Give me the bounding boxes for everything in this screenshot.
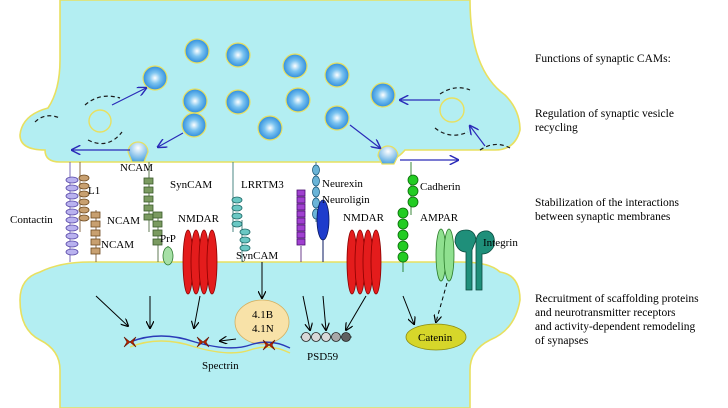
label-catenin: Catenin [418, 332, 453, 344]
ncam-post [152, 211, 163, 262]
contactin-protein [65, 162, 79, 262]
spectrin-filament [123, 335, 291, 354]
ampar-protein [435, 228, 455, 282]
label-ncam-pre: NCAM [120, 162, 153, 174]
prp-protein [162, 246, 174, 266]
psd59-chain [300, 332, 352, 342]
synaptic-vesicles [142, 38, 396, 141]
label-ncam-post-left: NCAM [101, 239, 134, 251]
l1-protein [78, 162, 90, 232]
label-prp: PrP [160, 233, 176, 245]
label-ncam-mid: NCAM [107, 215, 140, 227]
nmdar-right [346, 229, 382, 295]
cadherin-protein [397, 162, 419, 272]
label-lrrtm3: LRRTM3 [241, 179, 284, 191]
label-spectrin: Spectrin [202, 360, 239, 372]
syncam-proteins [231, 162, 251, 262]
label-syncam-pre: SynCAM [170, 179, 212, 191]
recycling-vesicles [88, 97, 465, 133]
label-psd59: PSD59 [307, 351, 339, 363]
label-band41n: 4.1N [252, 323, 274, 335]
function-membrane-stabilization: Stabilization of the interactions betwee… [535, 197, 680, 223]
label-contactin: Contactin [10, 214, 53, 226]
lrrtm3-protein [296, 189, 306, 262]
label-ampar: AMPAR [420, 212, 459, 224]
band41-complex [234, 299, 290, 345]
label-nmdar-left: NMDAR [178, 213, 220, 225]
label-syncam-post: SynCAM [236, 250, 278, 262]
label-neuroligin: Neuroligin [322, 194, 370, 206]
neurexin-protein [312, 162, 320, 222]
fusing-vesicles [127, 141, 399, 165]
label-integrin: Integrin [483, 237, 518, 249]
vesicle-cycle-arrows [72, 88, 486, 160]
neuroligin-protein [316, 199, 330, 262]
integrin-protein [454, 229, 495, 291]
nmdar-left [182, 229, 218, 295]
function-recruitment-remodeling: Recruitment of scaffolding proteins and … [535, 293, 699, 347]
ncam-post-left [90, 210, 101, 262]
signalling-arrows [95, 262, 448, 341]
label-cadherin: Cadherin [420, 181, 461, 193]
label-neurexin: Neurexin [322, 178, 363, 190]
label-band41b: 4.1B [252, 309, 273, 321]
endocytosis-curves [34, 87, 511, 151]
diagram-labels: Contactin L1 NCAM NCAM NCAM PrP SynCAM N… [10, 162, 518, 372]
functions-title: Functions of synaptic CAMs: [535, 53, 671, 65]
function-vesicle-recycling: Regulation of synaptic vesicle recycling [535, 108, 674, 134]
label-nmdar-right: NMDAR [343, 212, 385, 224]
label-l1: L1 [88, 185, 100, 197]
